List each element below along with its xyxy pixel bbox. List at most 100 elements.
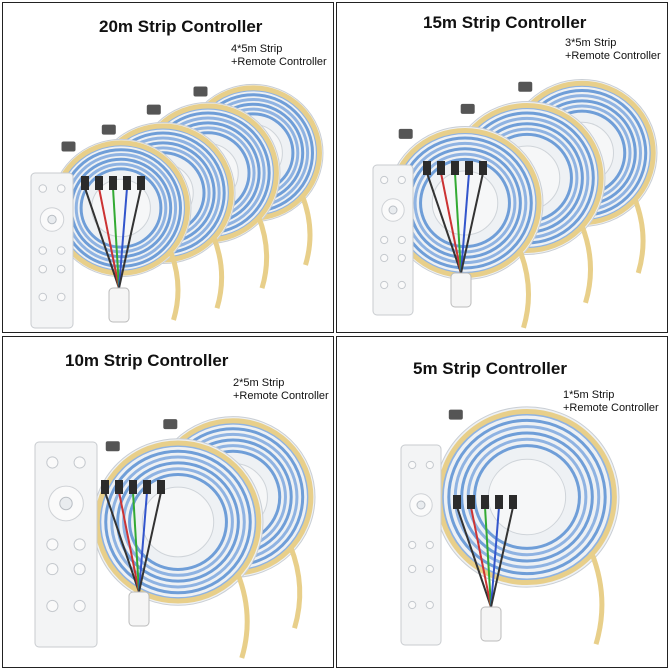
wire: [490, 506, 500, 608]
wire-plug: [465, 161, 473, 175]
wire: [426, 172, 462, 274]
panel-title: 10m Strip Controller: [65, 351, 229, 370]
wire-plug: [81, 176, 89, 190]
remote-button: [408, 600, 417, 610]
wire: [112, 187, 120, 289]
remote-controller: [30, 172, 74, 329]
remote-button: [46, 456, 59, 469]
remote-button: [73, 563, 86, 576]
controller-module: [101, 480, 165, 627]
strip-count-label: 2*5m Strip: [233, 377, 285, 389]
wire-plug: [137, 176, 145, 190]
photo-10m-strip-kit: [34, 416, 316, 659]
wire: [470, 506, 492, 608]
remote-button: [408, 460, 417, 470]
wire-plug: [451, 161, 459, 175]
remote-button: [408, 540, 417, 550]
strip-tail: [517, 248, 531, 329]
remote-button: [408, 564, 417, 574]
wire-plug: [437, 161, 445, 175]
power-button: [416, 500, 426, 510]
strip-tail: [235, 572, 250, 659]
power-button: [388, 205, 398, 215]
wire: [104, 491, 140, 593]
wire-plug: [467, 495, 475, 509]
controller-box: [108, 287, 130, 323]
strip-tail: [211, 235, 225, 309]
wire-plug: [509, 495, 517, 509]
remote-button: [46, 538, 59, 551]
wire-plug: [423, 161, 431, 175]
wire-plug: [481, 495, 489, 509]
remote-button: [56, 292, 66, 302]
strip-tail: [589, 551, 605, 645]
remote-label: +Remote Controller: [233, 390, 329, 402]
wire: [118, 187, 128, 289]
wire: [490, 506, 514, 608]
wire: [460, 172, 470, 274]
strip-count-label: 3*5m Strip: [565, 37, 617, 49]
remote-button: [397, 253, 406, 263]
remote-button: [425, 460, 434, 470]
wire-plug: [115, 480, 123, 494]
strip-tail: [632, 197, 646, 274]
controller-module: [453, 495, 517, 642]
power-button: [59, 496, 73, 511]
remote-button: [38, 184, 48, 193]
panel-10m: 10m Strip Controller 2*5m Strip +Remote …: [2, 336, 334, 668]
led-strip-reel: [92, 438, 264, 659]
controller-box: [450, 272, 472, 308]
strip-tail: [288, 545, 303, 629]
wire-plug: [101, 480, 109, 494]
wire: [138, 491, 148, 593]
strip-connector: [146, 104, 161, 115]
strip-connector: [105, 441, 120, 452]
wire: [84, 187, 120, 289]
photo-5m-strip-kit: [400, 406, 620, 646]
wire-plug: [453, 495, 461, 509]
wire-plug: [109, 176, 117, 190]
remote-button: [46, 563, 59, 576]
wire: [132, 491, 140, 593]
wire: [454, 172, 462, 274]
strip-connector: [193, 86, 208, 97]
panel-subtitle: 3*5m Strip +Remote Controller: [565, 37, 661, 63]
remote-button: [38, 246, 48, 255]
wire-plug: [479, 161, 487, 175]
controller-module: [423, 161, 487, 308]
strip-tail: [167, 249, 181, 321]
panel-15m: 15m Strip Controller 3*5m Strip +Remote …: [336, 2, 668, 333]
remote-controller: [34, 441, 98, 648]
remote-button: [380, 235, 389, 245]
wire: [118, 187, 142, 289]
remote-button: [56, 246, 66, 255]
panel-title: 5m Strip Controller: [413, 359, 567, 378]
remote-button: [56, 264, 66, 274]
panel-title: 15m Strip Controller: [423, 13, 587, 32]
remote-button: [46, 599, 59, 613]
remote-button: [397, 235, 406, 245]
panel-5m: 5m Strip Controller 1*5m Strip +Remote C…: [336, 336, 668, 668]
remote-controller: [400, 444, 442, 646]
remote-button: [380, 253, 389, 263]
wire: [138, 491, 162, 593]
panel-subtitle: 1*5m Strip +Remote Controller: [563, 389, 659, 415]
strip-connector: [61, 141, 76, 152]
wire: [460, 172, 484, 274]
wire-plug: [143, 480, 151, 494]
photo-15m-strip-kit: [372, 79, 658, 329]
strip-connector: [163, 419, 178, 430]
panel-20m: 20m Strip Controller 4*5m Strip +Remote …: [2, 2, 334, 333]
remote-label: +Remote Controller: [231, 56, 327, 68]
panel-title: 20m Strip Controller: [99, 17, 263, 36]
remote-button: [38, 292, 48, 302]
remote-button: [380, 175, 389, 185]
remote-label: +Remote Controller: [565, 50, 661, 62]
remote-button: [73, 599, 86, 613]
wire-plug: [495, 495, 503, 509]
wire-plug: [129, 480, 137, 494]
photo-20m-strip-kit: [30, 83, 324, 329]
strip-count-label: 4*5m Strip: [231, 43, 283, 55]
power-button: [47, 214, 57, 225]
